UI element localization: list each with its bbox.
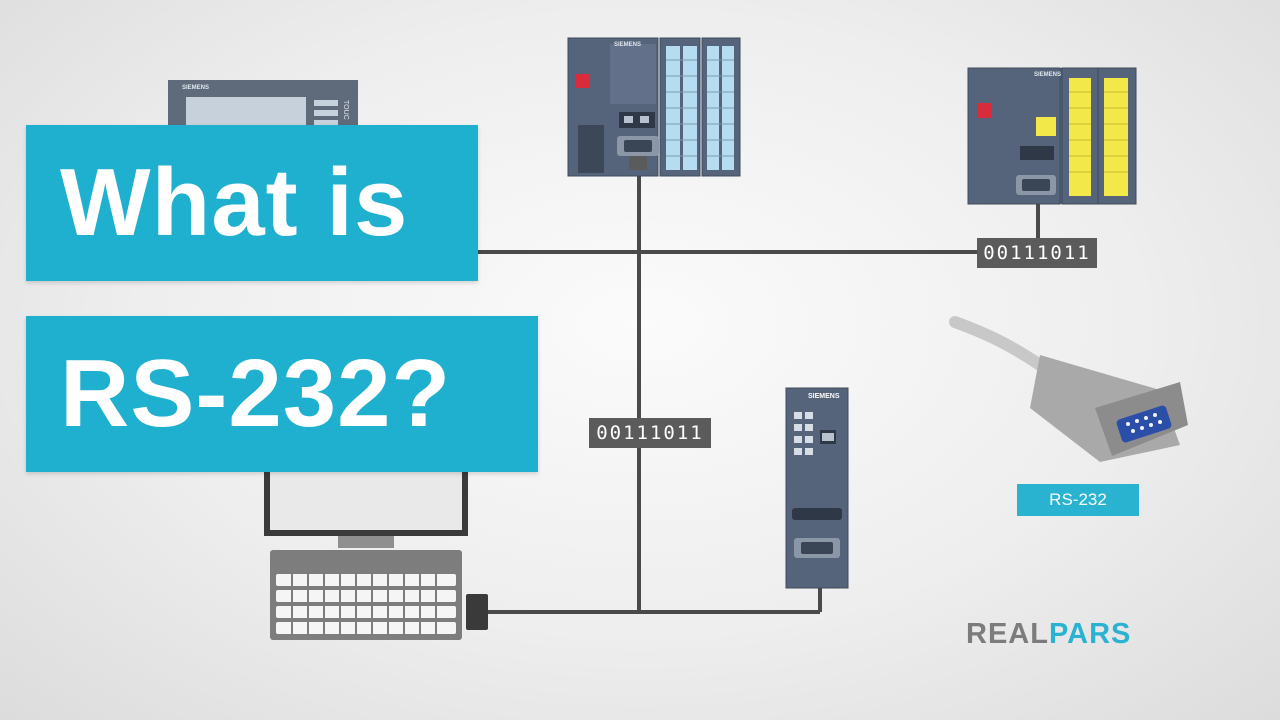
- title-line-1: What is: [26, 125, 478, 281]
- binary-label-top: 00111011: [977, 238, 1097, 268]
- hmi-brand: SIEMENS: [182, 85, 210, 91]
- switch-brand: SIEMENS: [808, 393, 840, 400]
- hmi-panel: [168, 80, 358, 128]
- plc-center-brand: SIEMENS: [614, 42, 642, 48]
- logo-part-real: REAL: [966, 618, 1049, 650]
- binary-label-middle: 00111011: [589, 418, 711, 448]
- db9-connector-illustration: [949, 316, 1188, 462]
- realpars-logo: REALPARS: [966, 618, 1131, 651]
- db9-port: [466, 594, 488, 630]
- rs232-label: RS-232: [1017, 484, 1139, 516]
- title-line-2: RS-232?: [26, 316, 538, 472]
- network-cables: [470, 172, 1040, 614]
- network-switch: [785, 387, 849, 589]
- logo-part-pars: PARS: [1048, 618, 1132, 650]
- computer: [264, 468, 488, 640]
- plc-right-brand: SIEMENS: [1034, 72, 1062, 78]
- plc-center: [567, 37, 741, 177]
- monitor-stand: [338, 536, 394, 548]
- hmi-side-text: TOUC: [342, 100, 349, 120]
- plc-right: [967, 67, 1137, 205]
